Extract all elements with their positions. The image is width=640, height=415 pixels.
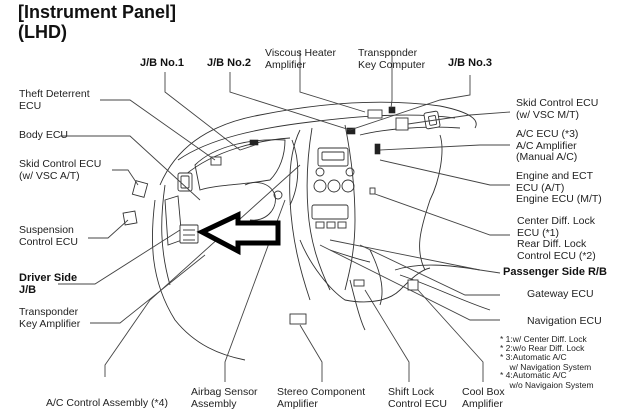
cool-box-amplifier-part	[407, 279, 419, 291]
label-jb-no2: J/B No.2	[207, 57, 252, 69]
footnote-3: * 3:Automatic A/C w/ Navigation System	[500, 352, 592, 372]
label-stereo-component-amplifier: Stereo Component Amplifier	[277, 386, 366, 410]
label-cool-box-amplifier: Cool Box Amplifier	[462, 386, 505, 410]
label-theft-deterrent-ecu: Theft Deterrent ECU	[19, 88, 90, 112]
components	[122, 106, 419, 325]
diagram-title: [Instrument Panel] (LHD)	[18, 2, 176, 42]
label-diff-lock-ecu: Center Diff. Lock ECU (*1) Rear Diff. Lo…	[517, 215, 596, 262]
leader-lines	[58, 50, 511, 382]
label-jb-no1: J/B No.1	[140, 57, 185, 69]
skid-control-mt-part	[395, 117, 409, 131]
label-suspension-control-ecu: Suspension Control ECU	[19, 224, 78, 248]
label-ac-ecu: A/C ECU (*3) A/C Amplifier (Manual A/C)	[516, 128, 579, 163]
ac-ecu-part	[374, 143, 381, 155]
label-transponder-key-amplifier: Transponder Key Amplifier	[19, 306, 81, 330]
footnote-4: * 4:Automatic A/C w/o Navigaion System	[500, 370, 594, 390]
label-navigation-ecu: Navigation ECU	[527, 315, 602, 327]
footnote-1: * 1:w/ Center Diff. Lock	[500, 334, 587, 344]
label-passenger-side-rb: Passenger Side R/B	[503, 266, 607, 278]
label-skid-control-ecu-mt: Skid Control ECU (w/ VSC M/T)	[516, 97, 599, 121]
jb-no3-part	[346, 127, 356, 135]
transponder-key-computer-part	[388, 106, 396, 114]
dashboard-outline	[151, 101, 491, 361]
highlight-arrow-icon	[196, 211, 281, 256]
label-engine-ecu: Engine and ECT ECU (A/T) Engine ECU (M/T…	[516, 170, 602, 205]
label-airbag-sensor-assembly: Airbag Sensor Assembly	[191, 386, 258, 410]
label-shift-lock-control-ecu: Shift Lock Control ECU	[388, 386, 447, 410]
diff-lock-part	[369, 187, 376, 195]
footnote-2: * 2:w/o Rear Diff. Lock	[500, 343, 585, 353]
label-transponder-key-computer: Transponder Key Computer	[358, 47, 426, 71]
theft-deterrent-ecu-part	[210, 156, 222, 166]
label-viscous-heater-amplifier: Viscous Heater Amplifier	[265, 47, 337, 71]
skid-control-at-part	[131, 180, 149, 198]
label-ac-control-assembly: A/C Control Assembly (*4)	[46, 397, 168, 409]
title-line-1: [Instrument Panel]	[18, 2, 177, 22]
stereo-amplifier-part	[289, 313, 307, 325]
label-jb-no3: J/B No.3	[448, 57, 493, 69]
label-gateway-ecu: Gateway ECU	[527, 288, 594, 300]
shift-lock-part	[353, 279, 365, 287]
airbag-related-part	[273, 190, 283, 200]
jb-no2-part	[249, 139, 259, 146]
viscous-heater-part	[367, 109, 383, 119]
title-line-2: (LHD)	[18, 22, 67, 42]
label-skid-control-ecu-at: Skid Control ECU (w/ VSC A/T)	[19, 158, 102, 182]
label-body-ecu: Body ECU	[19, 129, 69, 141]
label-driver-side-jb: Driver Side J/B	[19, 272, 78, 296]
